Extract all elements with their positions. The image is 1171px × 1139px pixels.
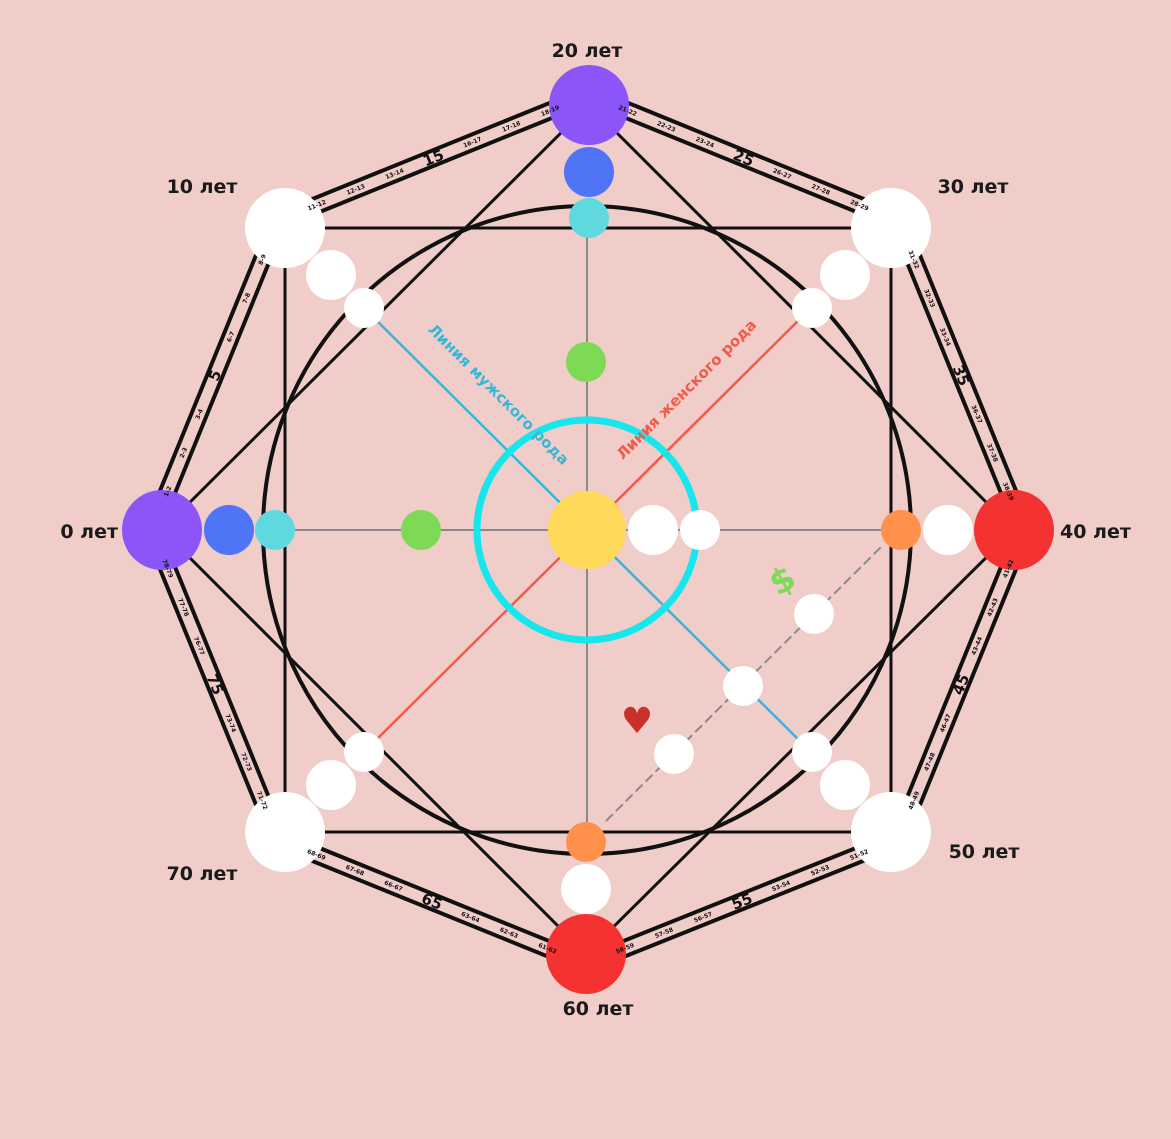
node-right-white	[923, 505, 973, 555]
age-label-60: 60 лет	[563, 998, 634, 1020]
node-70-mid	[306, 760, 356, 810]
node-top-blue	[564, 147, 614, 197]
money-love-channel	[604, 547, 881, 823]
node-channel-mid	[723, 666, 763, 706]
node-30-large	[851, 188, 931, 268]
female-line-label: Линия женского рода	[613, 316, 760, 463]
five-year-mark: 45	[949, 671, 974, 697]
male-line-label: Линия мужского рода	[424, 320, 572, 468]
node-left-green	[401, 510, 441, 550]
node-bottom-red	[546, 914, 626, 994]
node-money	[794, 594, 834, 634]
node-10-small	[344, 288, 384, 328]
segment-label: 1-2	[163, 485, 174, 498]
node-center-yellow	[548, 491, 626, 569]
node-10-mid	[306, 250, 356, 300]
node-top-violet	[549, 65, 629, 145]
segment-label: 7-8	[242, 292, 253, 305]
node-30-small	[792, 288, 832, 328]
five-year-mark: 35	[949, 362, 974, 388]
node-top-cyan	[569, 198, 609, 238]
segment-label: 3-4	[194, 408, 205, 421]
node-50-small	[792, 732, 832, 772]
node-center-right-2	[680, 510, 720, 550]
node-love	[654, 734, 694, 774]
node-left-violet	[122, 490, 202, 570]
age-label-50: 50 лет	[949, 841, 1020, 863]
five-year-mark: 75	[203, 671, 228, 697]
node-30-mid	[820, 250, 870, 300]
node-10-large	[245, 188, 325, 268]
five-year-mark: 15	[420, 146, 446, 171]
segment-label: 8-9	[257, 253, 268, 266]
node-top-green	[566, 342, 606, 382]
age-label-20: 20 лет	[552, 40, 623, 62]
five-year-mark: 55	[729, 889, 755, 913]
node-50-large	[851, 792, 931, 872]
age-label-40: 40 лет	[1060, 521, 1131, 543]
age-label-0: 0 лет	[60, 521, 118, 543]
node-50-mid	[820, 760, 870, 810]
age-label-30: 30 лет	[938, 176, 1009, 198]
energy-nodes	[122, 65, 1054, 994]
node-70-small	[344, 732, 384, 772]
node-70-large	[245, 792, 325, 872]
age-label-10: 10 лет	[167, 176, 238, 198]
node-right-red	[974, 490, 1054, 570]
node-right-orange	[881, 510, 921, 550]
five-year-mark: 25	[731, 146, 757, 171]
node-center-right-1	[628, 505, 678, 555]
money-icon: $	[762, 558, 803, 604]
node-bottom-white	[561, 864, 611, 914]
node-bottom-orange	[566, 822, 606, 862]
node-left-cyan	[255, 510, 295, 550]
age-label-70: 70 лет	[167, 863, 238, 885]
segment-label: 2-3	[179, 447, 190, 460]
heart-icon: ♥	[621, 701, 653, 742]
node-left-blue	[204, 505, 254, 555]
five-year-mark: 5	[205, 367, 226, 383]
five-year-mark: 65	[419, 889, 445, 914]
segment-label: 6-7	[226, 331, 237, 344]
